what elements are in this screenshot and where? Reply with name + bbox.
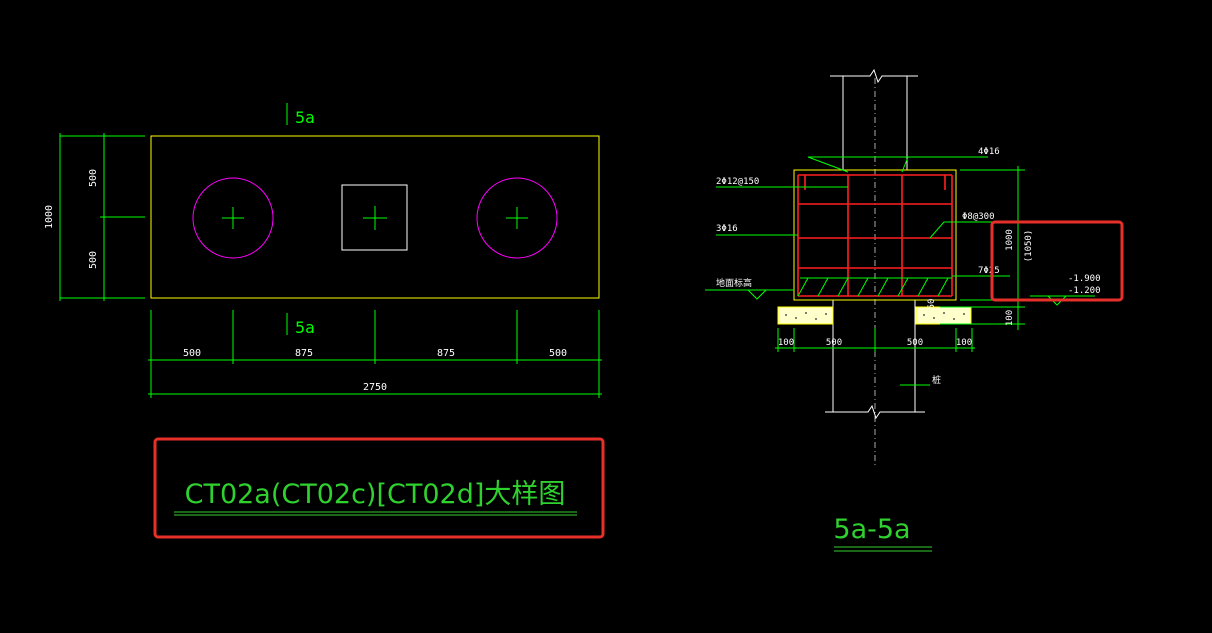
highlight-box-title: [153, 437, 605, 539]
section-mark-top: 5a: [295, 108, 315, 127]
bottom-hatch: [797, 277, 952, 297]
dim-section-bottom-4: 100: [956, 338, 972, 348]
drawing-title: CT02a(CT02c)[CT02d]大样图: [153, 437, 605, 539]
dim-bottom-total: 2750: [363, 382, 387, 393]
dim-left-upper: 500: [88, 169, 99, 187]
dim-bottom-1: 500: [183, 348, 201, 359]
cushion-pattern: [785, 312, 965, 320]
label-ground: 地面标高: [716, 277, 752, 289]
leader-tie: [929, 221, 1010, 239]
cushion-block-left: [777, 306, 834, 325]
section-mark-bottom: 5a: [295, 318, 315, 337]
leader-top-rebar-tick: [807, 156, 849, 173]
section-view: 4Φ16 2Φ12@150 3Φ16 Φ8@300 7Φ25 地面标高 桩 10…: [705, 68, 1124, 552]
label-rebar-stirrup-top: 2Φ12@150: [716, 177, 759, 187]
dim-section-bottom-2: 500: [826, 338, 842, 348]
column-square: [341, 184, 408, 251]
leader-top-rebar-tick2: [901, 156, 909, 173]
dim-height-alt: (1050): [1024, 230, 1034, 263]
highlight-box-elevation: [990, 220, 1124, 302]
dim-left-total: 1000: [44, 205, 55, 229]
dim-bottom-2: 875: [295, 348, 313, 359]
pile-cap-outline: [150, 135, 600, 299]
label-rebar-top: 4Φ16: [978, 147, 1000, 157]
pile-circle-left: [192, 177, 274, 259]
dim-100-vertical: 100: [1005, 310, 1015, 326]
ground-elev-triangle: [747, 289, 767, 300]
elev-2: -1.200: [1068, 286, 1101, 296]
label-rebar-tie: Φ8@300: [962, 212, 995, 222]
dim-section-bottom-1: 100: [778, 338, 794, 348]
dim-bottom-4: 500: [549, 348, 567, 359]
section-title: 5a-5a: [833, 514, 910, 545]
dim-50: 50: [927, 299, 937, 310]
elev-1: -1.900: [1068, 274, 1101, 284]
dim-height: 1000: [1005, 229, 1015, 251]
label-rebar-side: 3Φ16: [716, 224, 738, 234]
detail-title: CT02a(CT02c)[CT02d]大样图: [185, 479, 566, 510]
column-break-line: [830, 68, 918, 84]
pile-circle-right: [476, 177, 558, 259]
plan-view: 5a 5a 500 500 1000 500 875 875: [44, 103, 602, 398]
label-rebar-bottom: 7Φ25: [978, 266, 1000, 276]
dim-bottom-3: 875: [437, 348, 455, 359]
dim-section-bottom-3: 500: [907, 338, 923, 348]
pile-break-line: [825, 404, 925, 420]
dim-left-lower: 500: [88, 251, 99, 269]
label-pile: 桩: [932, 374, 941, 386]
